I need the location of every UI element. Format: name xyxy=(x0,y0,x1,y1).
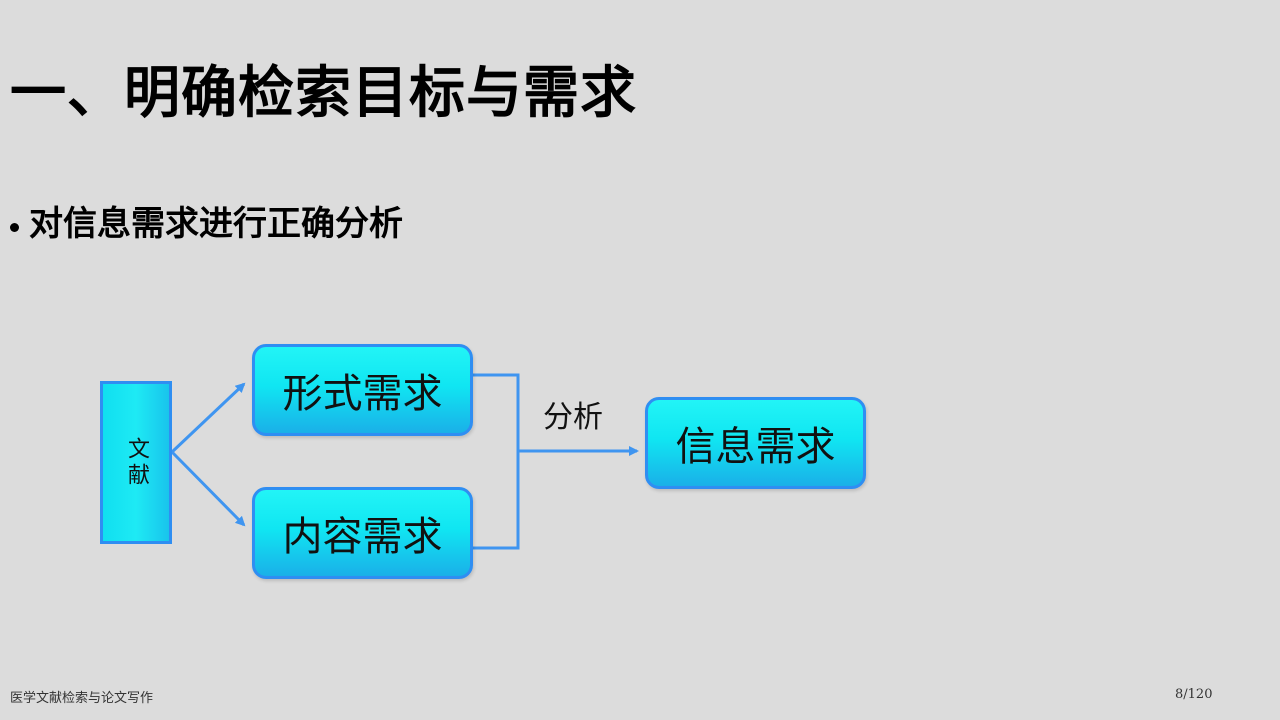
form-need-box: 形式需求 xyxy=(252,344,473,436)
form-need-label: 形式需求 xyxy=(282,371,443,417)
literature-box: 文献 xyxy=(100,381,172,544)
content-need-label: 内容需求 xyxy=(282,514,443,560)
literature-label: 文献 xyxy=(124,436,149,489)
content-need-box: 内容需求 xyxy=(252,487,473,579)
info-need-label: 信息需求 xyxy=(675,424,836,470)
bullet-item: 对信息需求进行正确分析 xyxy=(10,196,403,245)
analysis-label: 分析 xyxy=(543,400,603,435)
bracket-connector xyxy=(473,373,520,550)
arrow-to-content-need xyxy=(170,450,246,527)
bullet-dot-icon xyxy=(10,223,19,232)
bullet-text: 对信息需求进行正确分析 xyxy=(29,204,403,244)
footer-page-number: 8/120 xyxy=(1175,687,1213,702)
slide-title: 一、明确检索目标与需求 xyxy=(10,61,637,126)
arrow-to-form-need xyxy=(170,382,246,454)
footer-course-title: 医学文献检索与论文写作 xyxy=(10,691,154,706)
info-need-box: 信息需求 xyxy=(645,397,866,489)
